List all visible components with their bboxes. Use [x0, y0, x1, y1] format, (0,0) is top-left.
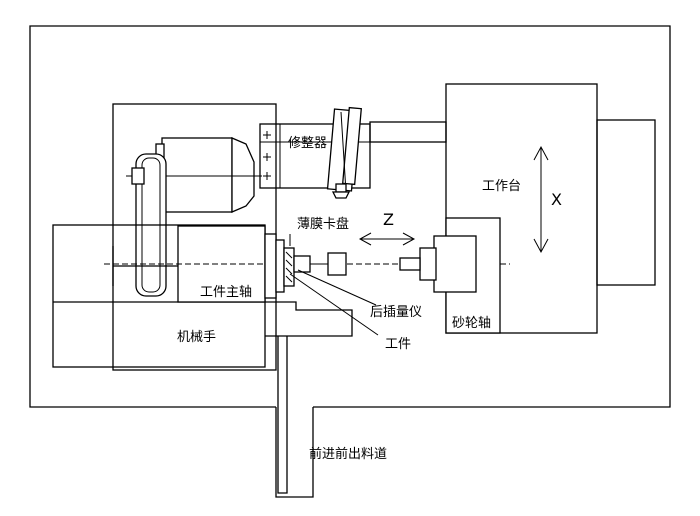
- post-process-gauge: [310, 252, 347, 276]
- draw-bar: [112, 246, 178, 286]
- worktable: [369, 83, 656, 334]
- manipulator-plate: [265, 301, 353, 337]
- machine-base-frame: [29, 25, 671, 498]
- z-axis-arrow: [358, 232, 416, 246]
- workpiece: [293, 255, 311, 273]
- x-axis-arrow: [533, 145, 549, 254]
- manipulator-label: 机械手: [177, 330, 216, 345]
- workpiece-label: 工件: [385, 337, 411, 352]
- work-spindle-label: 工件主轴: [200, 285, 252, 300]
- wheel-spindle-label: 砂轮轴: [452, 316, 491, 331]
- feed-channel-label: 前进前出料道: [309, 446, 387, 462]
- worktable-label: 工作台: [482, 179, 521, 194]
- x-axis-label: X: [551, 190, 562, 209]
- dresser-label: 修整器: [288, 136, 327, 151]
- dresser-spindle: [326, 106, 362, 199]
- wheel-spindle-head: [399, 217, 501, 334]
- membrane-chuck: [264, 233, 295, 299]
- post-gauge-label: 后插量仪: [370, 305, 422, 320]
- membrane-chuck-label: 薄膜卡盘: [297, 216, 349, 232]
- leader-lines: [289, 234, 379, 336]
- z-axis-label: Z: [383, 210, 394, 229]
- feed-chute: [277, 336, 288, 494]
